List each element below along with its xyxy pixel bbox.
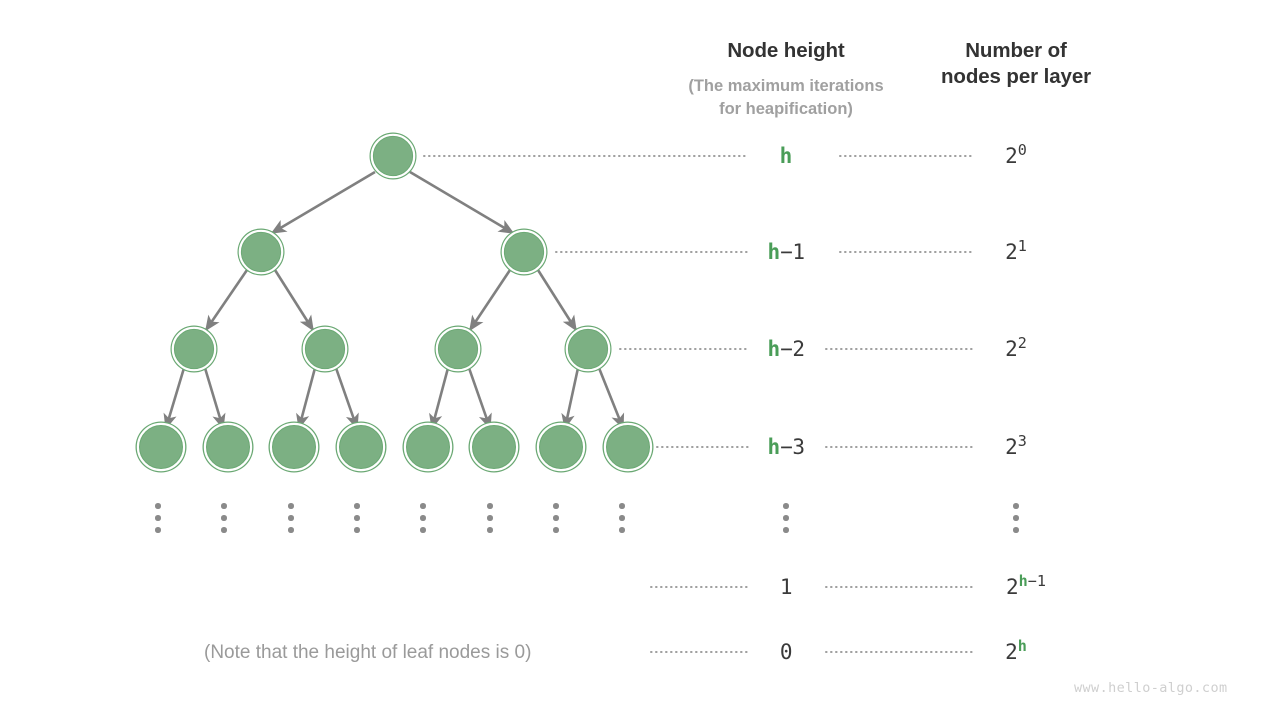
height-symbol: h: [779, 144, 793, 168]
tree-node: [402, 421, 454, 473]
height-offset: 0: [779, 640, 793, 664]
node-height-value-row-one: 1: [716, 577, 856, 598]
ellipsis-nodes-per-layer-column: [1013, 503, 1019, 537]
ellipsis-node-height-column: [783, 503, 789, 537]
node-height-column-subtitle-line2: for heapification): [719, 100, 853, 118]
node-height-value-row-1: h−1: [716, 242, 856, 263]
ellipsis-tree-column: [221, 503, 227, 537]
tree-node: [369, 132, 417, 180]
height-symbol: h: [767, 240, 781, 264]
tree-node: [564, 325, 612, 373]
node-height-value-row-2: h−2: [716, 339, 856, 360]
power-exponent: 2: [1017, 334, 1027, 352]
node-height-value-row-0: h: [716, 146, 856, 167]
node-height-column-header: Node height: [727, 39, 845, 62]
nodes-per-layer-value-row-zero: 2h: [946, 638, 1086, 664]
power-base: 2: [1005, 640, 1018, 664]
tree-node: [468, 421, 520, 473]
ellipsis-tree-column: [354, 503, 360, 537]
ellipsis-tree-column: [155, 503, 161, 537]
height-offset: 1: [779, 575, 793, 599]
ellipsis-tree-column: [487, 503, 493, 537]
tree-node: [535, 421, 587, 473]
leader-lines: [423, 155, 973, 653]
ellipsis-tree-column: [553, 503, 559, 537]
tree-node: [335, 421, 387, 473]
height-symbol: h: [767, 435, 781, 459]
height-offset: −3: [780, 435, 805, 459]
power-exponent-offset: −1: [1027, 572, 1046, 590]
nodes-per-layer-column-header-line1: Number of: [965, 39, 1067, 62]
height-offset: −2: [780, 337, 805, 361]
node-height-column-subtitle-line1: (The maximum iterations: [688, 77, 884, 95]
power-base: 2: [1006, 575, 1019, 599]
power-exponent: 1: [1017, 237, 1027, 255]
nodes-per-layer-value-row-1: 21: [946, 238, 1086, 264]
nodes-per-layer-column-header-line2: nodes per layer: [940, 65, 1092, 88]
height-offset: −1: [780, 240, 805, 264]
ellipsis-tree-column: [288, 503, 294, 537]
tree-node: [237, 228, 285, 276]
tree-node: [500, 228, 548, 276]
power-base: 2: [1005, 435, 1018, 459]
tree-node: [202, 421, 254, 473]
power-base: 2: [1005, 337, 1018, 361]
node-height-value-row-3: h−3: [716, 437, 856, 458]
ellipsis-tree-column: [420, 503, 426, 537]
tree-node: [602, 421, 654, 473]
leaf-height-note: (Note that the height of leaf nodes is 0…: [204, 642, 532, 663]
tree-node: [301, 325, 349, 373]
nodes-per-layer-value-row-2: 22: [946, 335, 1086, 361]
site-watermark: www.hello-algo.com: [1074, 680, 1228, 696]
tree-edges: [163, 170, 625, 430]
node-height-value-row-zero: 0: [716, 642, 856, 663]
power-exponent-symbol: h: [1017, 637, 1027, 655]
tree-node: [135, 421, 187, 473]
power-base: 2: [1005, 240, 1018, 264]
power-exponent: 3: [1017, 432, 1027, 450]
tree-node: [170, 325, 218, 373]
nodes-per-layer-value-row-one: 2h−1: [946, 573, 1106, 599]
power-exponent-symbol: h: [1018, 572, 1028, 590]
height-symbol: h: [767, 337, 781, 361]
nodes-per-layer-value-row-3: 23: [946, 433, 1086, 459]
power-exponent: 0: [1017, 141, 1027, 159]
ellipsis-tree-column: [619, 503, 625, 537]
tree-node: [268, 421, 320, 473]
nodes-per-layer-value-row-0: 20: [946, 142, 1086, 168]
tree-nodes: [135, 132, 654, 473]
tree-node: [434, 325, 482, 373]
power-base: 2: [1005, 144, 1018, 168]
